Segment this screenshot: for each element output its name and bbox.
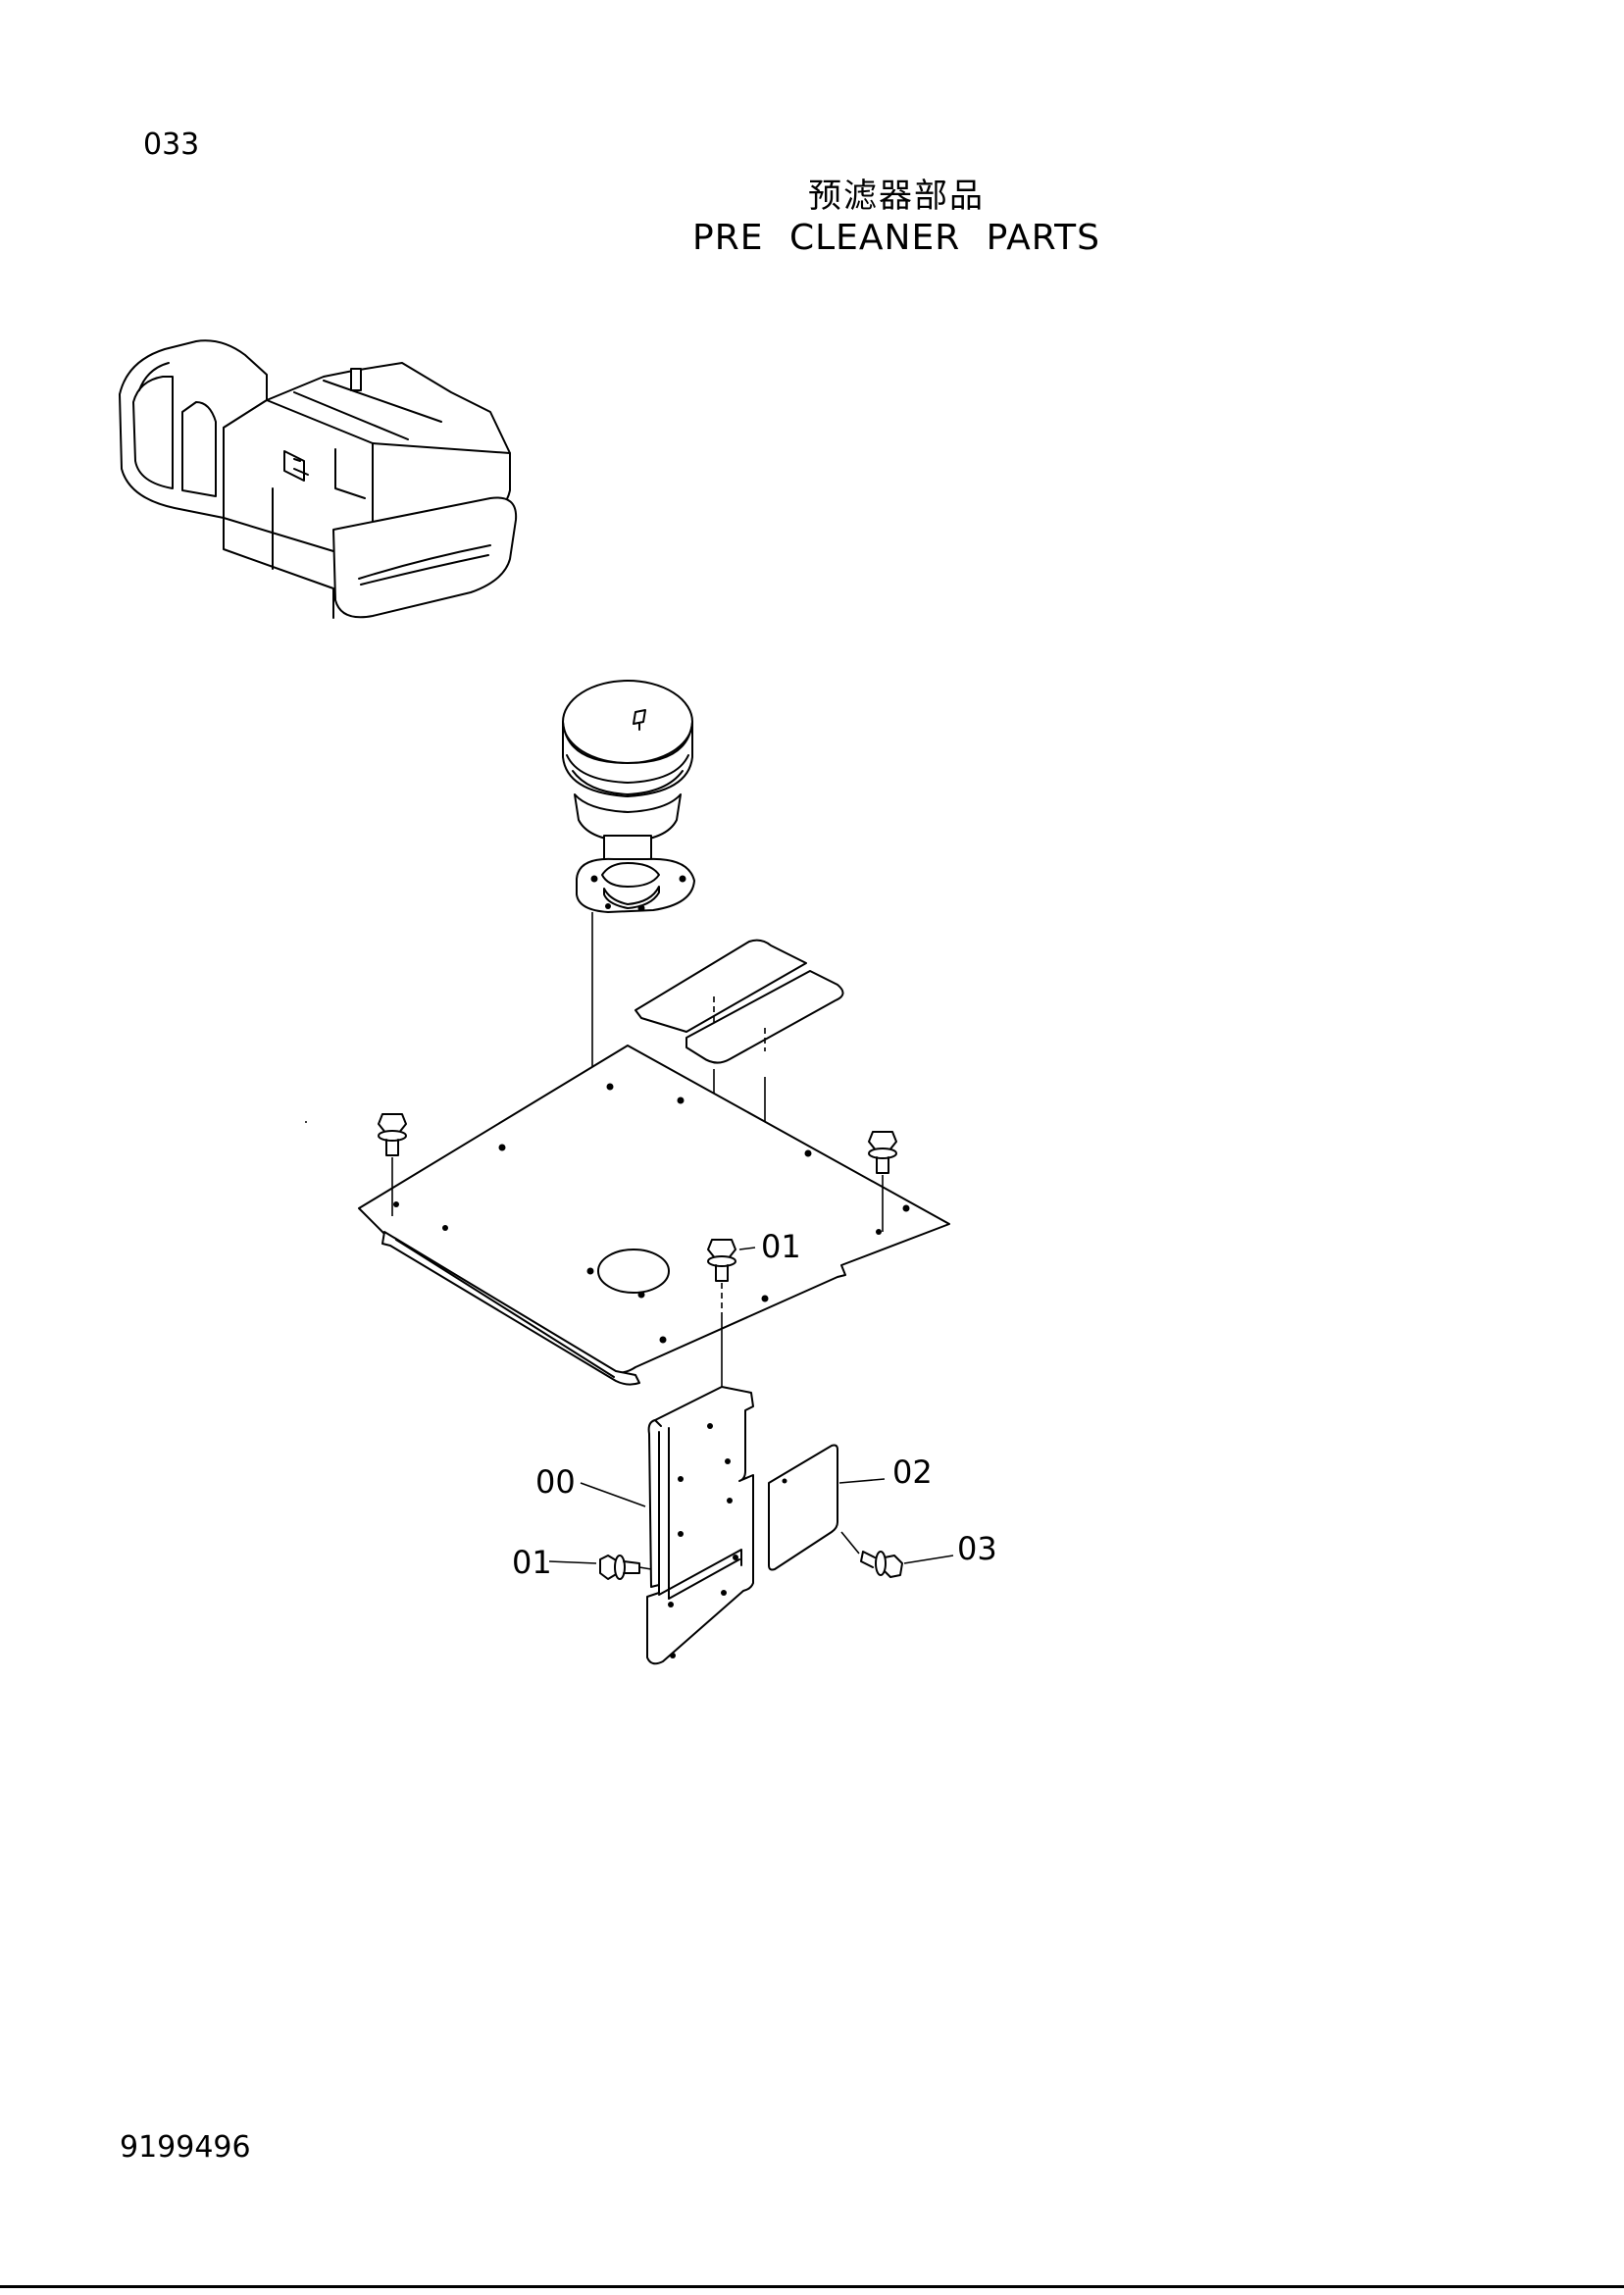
callout-02: 02 [892, 1454, 933, 1491]
bottom-rule [0, 2285, 1624, 2288]
title-chinese: 预滤器部品 [808, 177, 985, 216]
bracket [646, 1386, 754, 1665]
bolt-right-top [868, 1131, 897, 1232]
excavator-locator-illustration [119, 339, 518, 619]
bolt-03 [840, 1531, 954, 1578]
pre-cleaner [562, 680, 695, 913]
title-english: PRE CLEANER PARTS [692, 218, 1100, 258]
callout-01-upper: 01 [761, 1228, 801, 1265]
bolt-01-lower [548, 1555, 652, 1580]
callout-01-lower: 01 [512, 1544, 552, 1581]
cover-plate [358, 1045, 950, 1386]
plate-02 [768, 1444, 838, 1571]
page-number: 033 [143, 128, 200, 162]
callout-03: 03 [957, 1530, 997, 1567]
document-number: 9199496 [120, 2130, 251, 2165]
callout-00: 00 [535, 1463, 576, 1501]
bolt-left-top [378, 1113, 407, 1216]
bolt-01-upper [707, 1239, 756, 1387]
